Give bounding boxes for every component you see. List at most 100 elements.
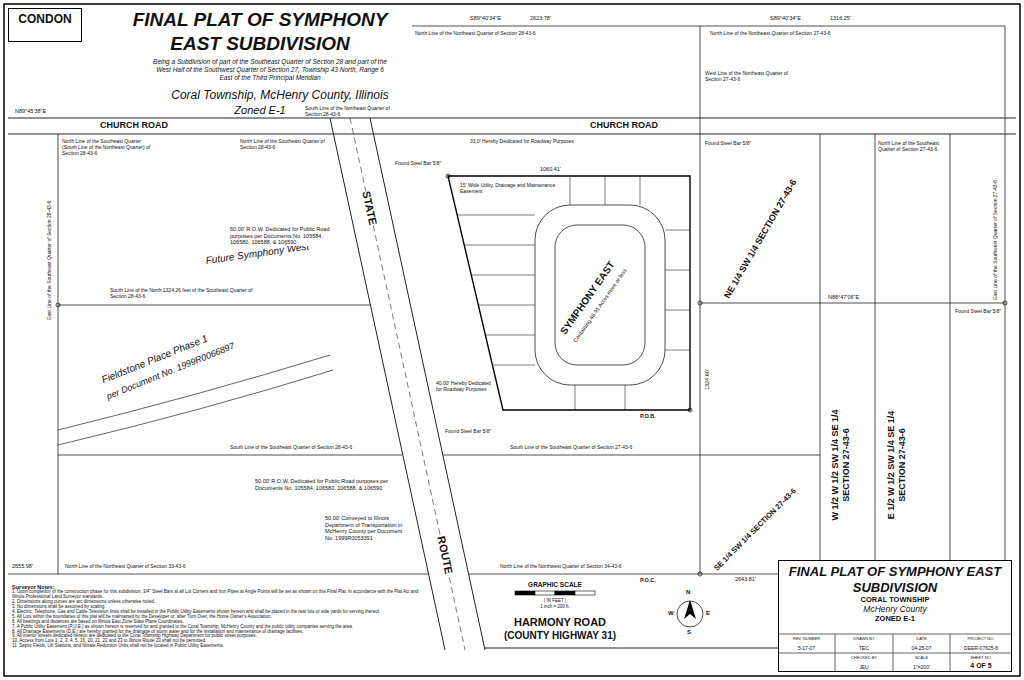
table-header: SHEET NO. [952, 656, 1010, 661]
distance: 2655.98' [12, 563, 33, 570]
distance: 1060.41' [540, 166, 561, 173]
label-slot: W 1/2 W 1/2 SW 1/4 SE 1/4 SECTION 27-43-… [830, 400, 852, 530]
label-slot: DRAWN BY [837, 637, 891, 642]
lot-line [575, 385, 625, 410]
monument-note: Found Steel Bar 5/8" [445, 428, 491, 434]
logo-box: CONDON [8, 8, 82, 42]
monument-note: Found Steel Bar 5/8" [705, 140, 751, 146]
location-line: Coral Township, McHenry County, Illinois [160, 88, 400, 102]
road-edge [8, 118, 1016, 134]
label-slot: 2643.81' [735, 576, 756, 583]
north-arrow-ring [677, 601, 703, 627]
monument [1003, 301, 1007, 305]
table-cell: JEU [837, 664, 891, 670]
label-slot: P.O.C. [640, 577, 656, 584]
label-slot: 1 inch = 200 ft. [505, 604, 605, 609]
line-label: East Line of the Southeast Quarter of Se… [46, 201, 52, 320]
label-slot: JEU [837, 664, 891, 670]
notes-block: Surveyor Notes:1. Upon completion of the… [12, 584, 430, 649]
label-slot: 11. Septic Fields, Lift Stations, and Ni… [12, 644, 430, 649]
road-name: ROUTE [434, 535, 455, 575]
label-slot: CHURCH ROAD [100, 120, 168, 131]
line-label: North Line of the Northeast Quarter of S… [65, 563, 225, 569]
section-line [58, 134, 59, 574]
distance: 2623.78' [530, 15, 551, 22]
line-label: North Line of the Southeast Quarter of S… [878, 140, 948, 152]
quarter-label: NE 1/4 SW 1/4 SECTION 27-43-6 [722, 178, 799, 301]
label-slot: 15' Wide Utility, Drainage and Maintenan… [460, 182, 560, 194]
label-slot: REV. NUMBER [780, 637, 833, 642]
line-label: North Line of the Northwest Quarter of S… [500, 563, 650, 569]
block-line: McHenry County [783, 604, 1007, 614]
label-slot: (COUNTY HIGHWAY 31) [495, 630, 625, 642]
label-slot: North Line of the Southeast Quarter (Sou… [62, 138, 152, 156]
label-slot: 04-25-07 [895, 645, 948, 651]
label-slot: 40.00' Hereby Dedicated for Roadway Purp… [436, 380, 491, 392]
subtitle: Being a Subdivision of part of the South… [150, 58, 390, 81]
line-label: North Line of the Southeast Quarter (Sou… [62, 138, 152, 156]
line-label: South Line of the Southeast Quarter of S… [230, 444, 390, 450]
label-slot: 2623.78' [530, 15, 551, 22]
survey-note: 1. Upon completion of the construction p… [12, 590, 430, 600]
label-slot: STATE [359, 190, 379, 226]
label-slot: 2655.98' [12, 563, 33, 570]
road-edge [485, 648, 778, 649]
sheet-border [4, 4, 1020, 676]
label-slot: N88°47'06"E [828, 294, 859, 301]
section-line [58, 455, 820, 456]
section-line [700, 303, 1005, 304]
dedication-note: 33.0' Hereby Dedicated for Roadway Purpo… [470, 138, 580, 144]
bearing: N88°47'06"E [828, 294, 859, 301]
label-slot: S89°40'34"E [770, 15, 801, 22]
subdivision-boundary [448, 176, 690, 410]
monument-note: Found Steel Bar 5/8" [955, 308, 1001, 314]
label-slot: P.O.B. [640, 413, 656, 420]
block-heading: FINAL PLAT OF SYMPHONY EAST SUBDIVISION [783, 564, 1007, 595]
scale-unit: ( IN FEET ) [505, 598, 605, 603]
dedication-note: 50.00' Conveyed to Illinois Department o… [325, 515, 410, 541]
label-slot: Being a Subdivision of part of the South… [150, 58, 390, 81]
scale-bar [515, 591, 595, 595]
street-inner-edge [555, 225, 645, 365]
label-slot: South Line of the Southeast Quarter of S… [510, 444, 670, 450]
bearing: S89°40'34"E [470, 15, 501, 22]
label-slot: East Line of the Southeast Quarter of Se… [46, 201, 52, 320]
label-slot: 4 OF 5 [952, 662, 1010, 670]
label-slot: North Line of the Northwest Quarter of S… [500, 563, 650, 569]
compass-letter: W [668, 610, 674, 617]
block-line: CORAL TOWNSHIP [783, 595, 1007, 604]
section-line [412, 26, 1005, 27]
scale-ratio: 1 inch = 200 ft. [505, 604, 605, 609]
label-slot: Found Steel Bar 5/8" [445, 428, 491, 434]
label-slot: 5-17-07 [780, 645, 833, 651]
label-slot: South Line of the Northeast Quarter of S… [305, 105, 395, 117]
bearing: S89°40'34"E [770, 15, 801, 22]
road-name: CHURCH ROAD [590, 120, 658, 131]
label-slot: NE 1/4 SW 1/4 SECTION 27-43-6 [722, 178, 799, 301]
lot-line [457, 215, 535, 365]
label-slot: TEC [837, 645, 891, 651]
plat-title: FINAL PLAT OF SYMPHONY EAST SUBDIVISION [108, 8, 412, 56]
label-slot: Found Steel Bar 5/8" [705, 140, 751, 146]
monument [56, 303, 60, 307]
survey-note: 11. Septic Fields, Lift Stations, and Ni… [12, 644, 430, 649]
label-slot: Found Steel Bar 5/8" [395, 160, 441, 166]
label-slot: 1316.25' [830, 15, 851, 22]
label-slot: North Line of the Southeast Quarter of S… [878, 140, 948, 152]
section-line [700, 26, 1005, 574]
label-slot: CHECKED BY [837, 656, 891, 661]
label-slot: 1060.41' [540, 166, 561, 173]
distance: 1316.25' [830, 15, 851, 22]
label-slot: E [706, 610, 710, 617]
distance: 1324.60' [704, 369, 711, 390]
street-outer-edge [535, 205, 665, 385]
point-label: P.O.C. [640, 577, 656, 584]
label-slot: 1. Upon completion of the construction p… [12, 590, 430, 600]
label-slot: ROUTE [434, 535, 455, 575]
label-slot: Found Steel Bar 5/8" [955, 308, 1001, 314]
scale-segment [575, 591, 595, 595]
label-slot: PROJECT NO. [952, 637, 1010, 642]
line-label: South Line of the North 1324.26 feet of … [110, 287, 260, 299]
table-header: DATE [895, 637, 948, 642]
label-slot: E 1/2 W 1/2 SW 1/4 SE 1/4 SECTION 27-43-… [886, 400, 908, 530]
